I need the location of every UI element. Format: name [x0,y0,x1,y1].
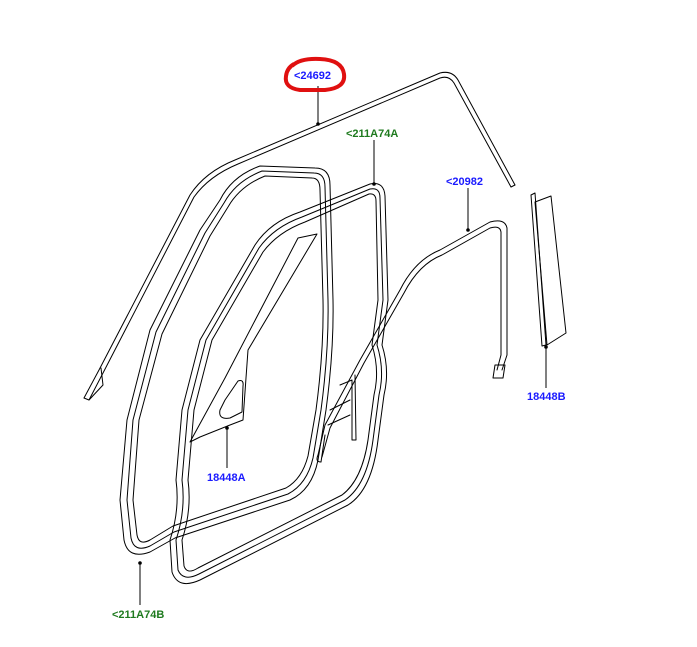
callout-24692[interactable]: <24692 [294,70,332,82]
leader-lines [138,86,548,605]
callout-20982[interactable]: <20982 [446,176,484,188]
b-pillar-applique[interactable] [530,192,567,347]
callout-211A74A[interactable]: <211A74A [346,128,399,140]
callout-211A74B[interactable]: <211A74B [112,609,165,621]
body-side-opening-seal[interactable] [119,165,334,555]
highlight-circle [283,56,347,92]
callout-18448A[interactable]: 18448A [207,472,246,484]
rear-door-glass-run[interactable] [316,220,508,463]
front-door-seal[interactable] [169,183,389,585]
callout-18448B[interactable]: 18448B [527,391,566,403]
roof-drip-moulding[interactable] [83,71,516,401]
front-quarter-window-trim[interactable] [189,233,318,443]
